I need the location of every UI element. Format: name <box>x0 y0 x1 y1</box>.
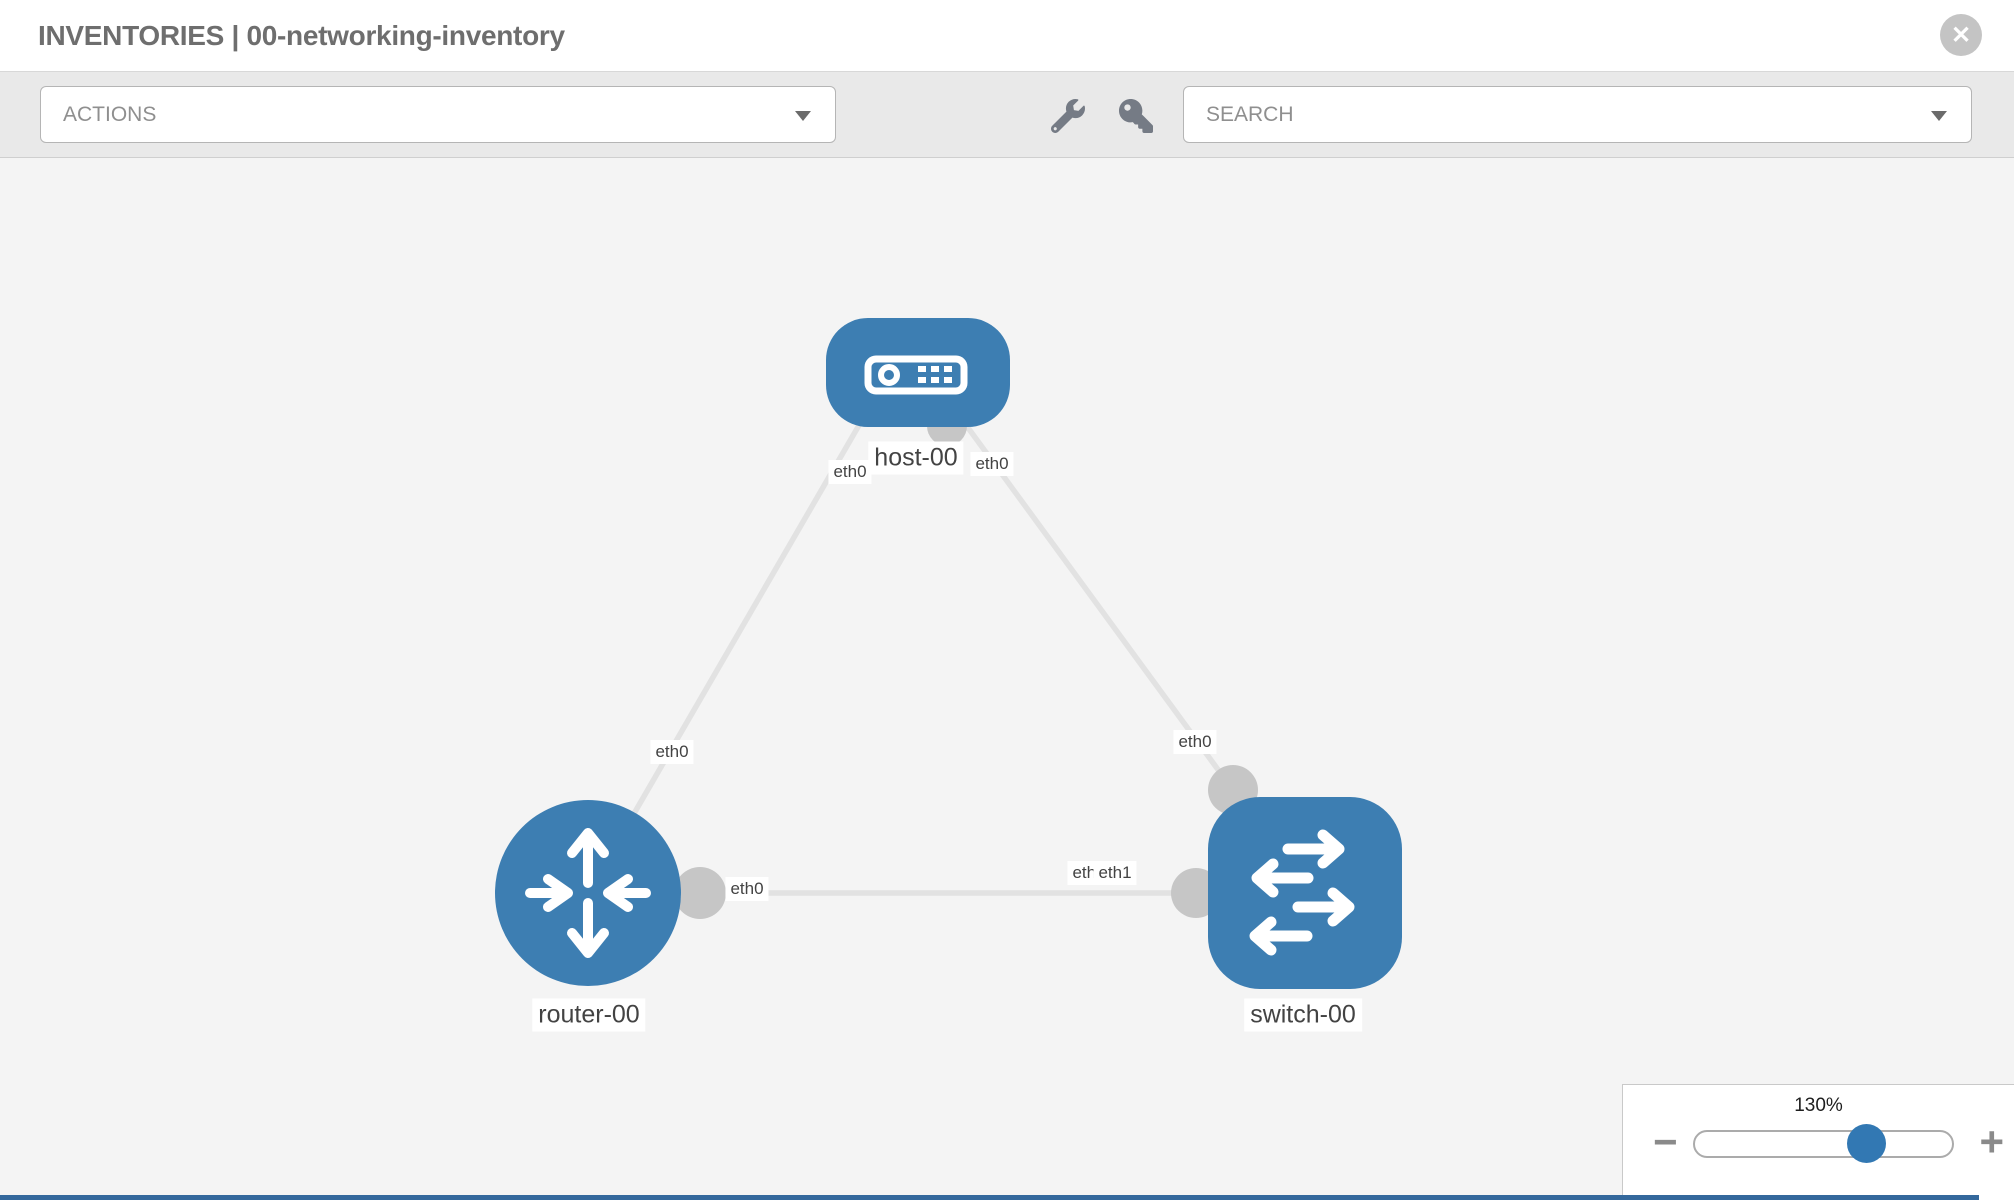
close-icon[interactable]: ✕ <box>1940 14 1982 56</box>
search-input: SEARCH <box>1206 102 1294 126</box>
topology-canvas[interactable]: host-00 router-00 switch-00 eth0 eth0 et… <box>0 159 2014 1200</box>
iface-label-switch-eth0-top: eth0 <box>1173 730 1217 754</box>
zoom-slider-thumb[interactable] <box>1847 1124 1886 1163</box>
node-router-00[interactable] <box>495 800 681 986</box>
iface-label-switch-eth1: eth1 <box>1093 861 1137 885</box>
chevron-down-icon <box>795 110 811 121</box>
wrench-icon[interactable] <box>1051 99 1085 133</box>
actions-dropdown-label: ACTIONS <box>63 102 157 126</box>
search-dropdown[interactable]: SEARCH <box>1183 86 1972 143</box>
host-device-icon <box>864 355 968 395</box>
node-label-switch[interactable]: switch-00 <box>1244 998 1362 1032</box>
iface-label-router-eth0-top: eth0 <box>650 740 694 764</box>
node-label-host[interactable]: host-00 <box>868 441 964 475</box>
chevron-down-icon <box>1931 110 1947 121</box>
node-switch-00[interactable] <box>1208 797 1402 989</box>
zoom-in-button[interactable]: + <box>1979 1118 2004 1165</box>
iface-label-host-eth0-right: eth0 <box>970 452 1014 476</box>
zoom-control-panel: 130% − + <box>1622 1084 2014 1200</box>
switch-arrows-icon <box>1249 829 1355 956</box>
panel-header: INVENTORIES | 00-networking-inventory ✕ <box>0 0 2014 71</box>
node-host-00[interactable] <box>826 318 1010 427</box>
bottom-accent-bar <box>0 1195 1979 1200</box>
topology-graph <box>495 318 1402 989</box>
iface-label-router-eth0: eth0 <box>725 877 769 901</box>
close-glyph: ✕ <box>1950 21 1972 49</box>
page-title: INVENTORIES | 00-networking-inventory <box>38 19 565 51</box>
connector-router-eth0[interactable] <box>674 867 726 919</box>
toolbar: ACTIONS SEARCH <box>0 71 2014 158</box>
node-label-router[interactable]: router-00 <box>532 998 646 1032</box>
router-arrows-icon <box>525 828 651 958</box>
zoom-level-value: 130% <box>1794 1095 1843 1116</box>
actions-dropdown[interactable]: ACTIONS <box>40 86 836 143</box>
zoom-out-button[interactable]: − <box>1653 1118 1678 1165</box>
iface-label-host-eth0-left: eth0 <box>828 460 872 484</box>
zoom-slider[interactable] <box>1693 1124 1954 1163</box>
key-icon[interactable] <box>1119 99 1153 133</box>
